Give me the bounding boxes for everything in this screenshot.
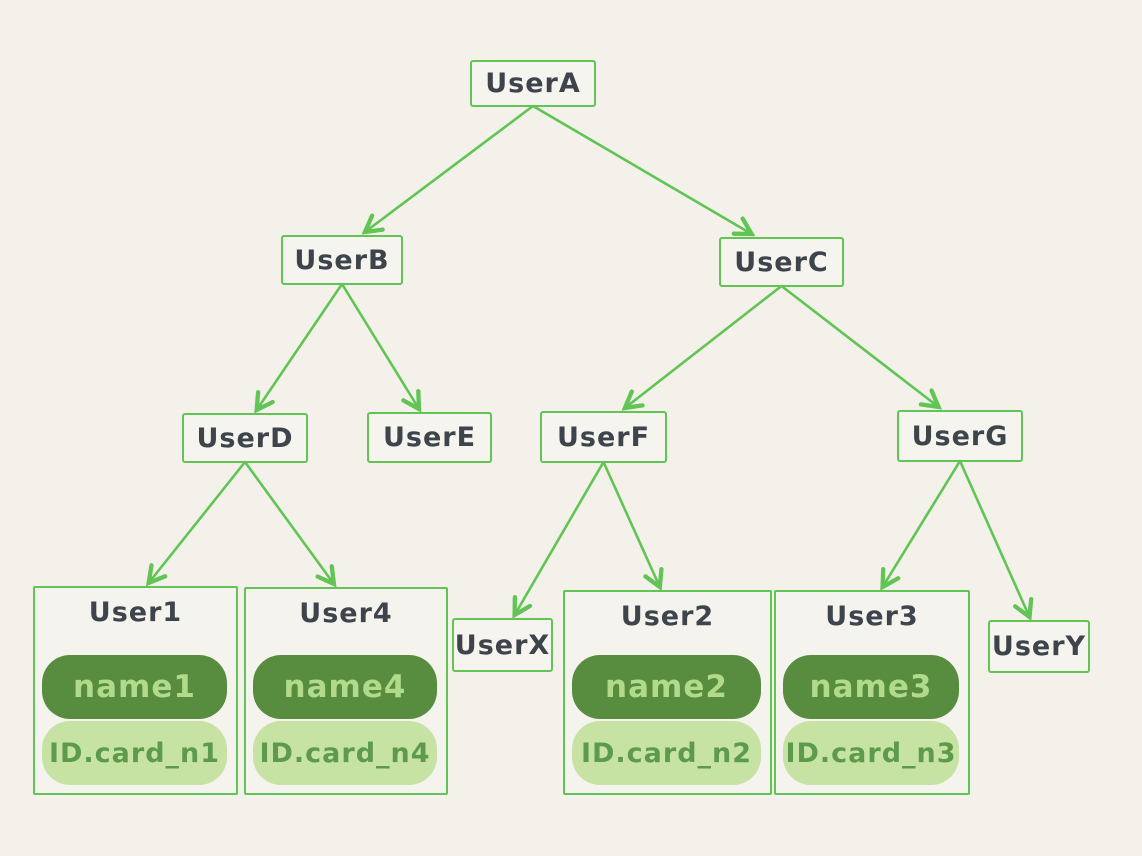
badge-stack: name1 ID.card_n1 [35, 655, 236, 793]
id-card-badge: ID.card_n3 [783, 721, 959, 785]
edge-userB-userE [340, 282, 419, 409]
name-badge: name3 [783, 655, 959, 719]
card-user-1[interactable]: User1 name1 ID.card_n1 [33, 586, 238, 795]
edge-userA-userB [365, 104, 535, 232]
id-card-badge: ID.card_n4 [253, 721, 437, 785]
badge-stack: name3 ID.card_n3 [776, 655, 968, 793]
node-user-b[interactable]: UserB [281, 235, 403, 285]
node-user-x[interactable]: UserX [452, 618, 553, 672]
badge-stack: name4 ID.card_n4 [246, 655, 446, 793]
card-title: User4 [299, 598, 393, 629]
node-label: UserD [196, 422, 294, 454]
node-label: UserF [556, 421, 651, 453]
card-title: User3 [825, 601, 919, 632]
name-badge: name2 [572, 655, 761, 719]
node-label: UserB [294, 244, 390, 276]
node-label: UserY [991, 631, 1087, 662]
node-label: UserE [382, 422, 477, 453]
edge-userF-user2 [602, 460, 660, 587]
node-user-a[interactable]: UserA [470, 60, 596, 107]
node-user-g[interactable]: UserG [897, 410, 1023, 462]
node-user-f[interactable]: UserF [540, 411, 667, 463]
node-user-d[interactable]: UserD [182, 413, 308, 463]
name-badge: name4 [253, 655, 437, 719]
card-title: User2 [620, 601, 715, 632]
id-card-badge: ID.card_n2 [572, 721, 761, 785]
id-card-badge: ID.card_n1 [42, 721, 227, 785]
node-user-y[interactable]: UserY [988, 620, 1090, 673]
edge-userA-userC [531, 104, 752, 234]
node-user-c[interactable]: UserC [719, 237, 844, 287]
card-user-3[interactable]: User3 name3 ID.card_n3 [774, 590, 970, 795]
node-user-e[interactable]: UserE [367, 412, 492, 463]
edge-userC-userG [780, 284, 939, 407]
node-label: UserG [911, 420, 1009, 452]
edge-userB-userD [257, 282, 344, 410]
node-label: UserC [734, 246, 829, 278]
edge-userD-user4 [243, 460, 334, 584]
node-label: UserA [485, 68, 581, 99]
name-badge: name1 [42, 655, 227, 719]
badge-stack: name2 ID.card_n2 [565, 655, 770, 793]
edge-userG-userY [958, 459, 1030, 617]
edge-userG-user3 [883, 459, 962, 587]
edge-userD-user1 [149, 460, 247, 583]
card-user-2[interactable]: User2 name2 ID.card_n2 [563, 590, 772, 795]
node-label: UserX [454, 629, 551, 661]
card-title: User1 [88, 597, 183, 628]
edge-userC-userF [625, 284, 783, 408]
card-user-4[interactable]: User4 name4 ID.card_n4 [244, 587, 448, 795]
